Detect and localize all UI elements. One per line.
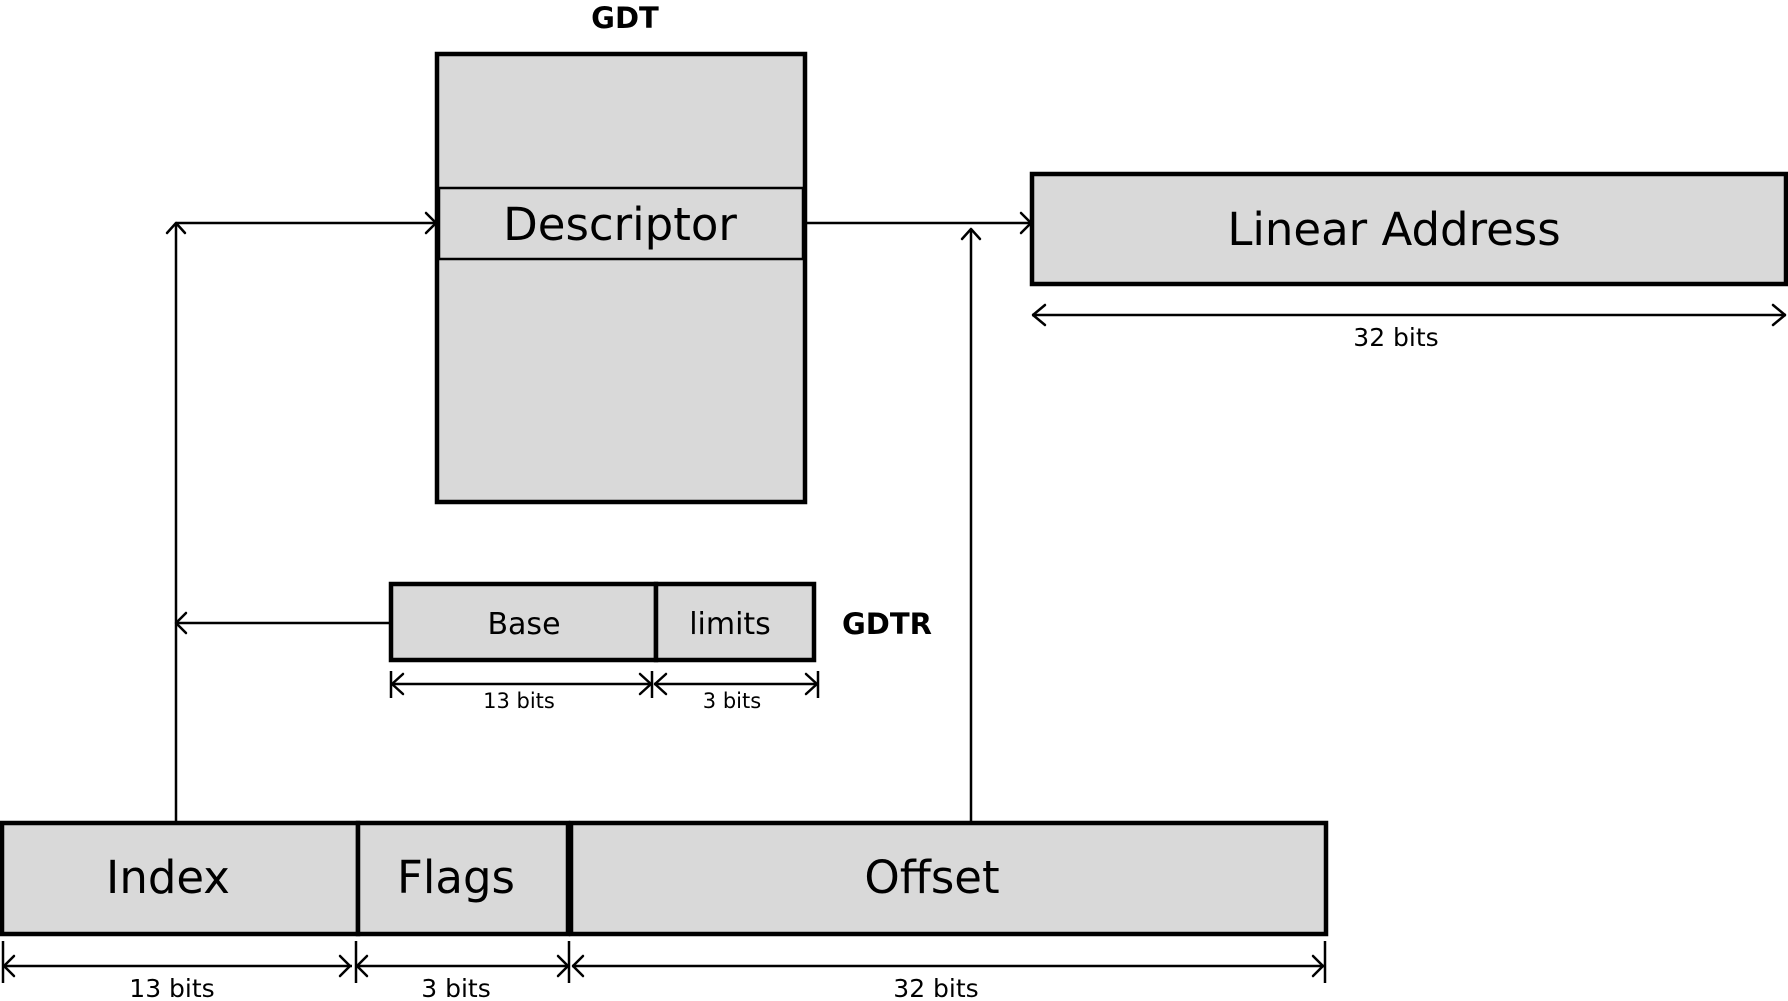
linear-address: Linear Address 32 bits xyxy=(1029,171,1788,352)
index-width-dimension xyxy=(1,941,352,983)
gdt-descriptor-row xyxy=(437,186,805,261)
gdtr-base-cell xyxy=(388,581,659,663)
dimension-arrowhead-right xyxy=(1771,303,1787,327)
index-field-label: Index xyxy=(106,851,230,904)
flags-field-label: Flags xyxy=(397,851,515,904)
flags-field xyxy=(355,820,571,937)
arrowhead-right xyxy=(1019,211,1033,235)
flags-width-label: 3 bits xyxy=(421,974,491,1001)
dimension-arrowhead-right xyxy=(556,954,570,978)
gdtr-title: GDTR xyxy=(842,607,932,641)
arrowhead-right xyxy=(424,211,438,235)
gdtr-limits-width-dimension xyxy=(653,671,820,698)
index-to-descriptor-arrow xyxy=(165,211,438,822)
index-field xyxy=(0,820,361,937)
dimension-arrowhead-left xyxy=(2,954,16,978)
dimension-arrowhead-right xyxy=(804,672,819,696)
dimension-arrowhead-left xyxy=(653,672,668,696)
gdt-title: GDT xyxy=(591,1,659,35)
gdtr-base-width-dimension xyxy=(389,671,654,698)
arrowhead-left xyxy=(174,611,188,635)
offset-field xyxy=(568,820,1329,937)
index-width-label: 13 bits xyxy=(129,974,214,1001)
dimension-arrowhead-left xyxy=(355,954,369,978)
logical-address: Index Flags Offset 13 bits 3 bits 32 bit… xyxy=(0,820,1329,1001)
gdt-table: GDT Descriptor xyxy=(434,1,808,505)
gdtr-limits-cell xyxy=(653,581,817,663)
gdtr-register: Base limits GDTR 13 bits 3 bits xyxy=(388,581,932,713)
dimension-arrowhead-left xyxy=(571,954,585,978)
linear-address-width-dimension xyxy=(1031,303,1787,327)
dimension-arrowhead-left xyxy=(390,672,405,696)
gdt-table-box xyxy=(434,51,808,505)
gdtr-limits-label: limits xyxy=(689,607,771,642)
gdt-descriptor-label: Descriptor xyxy=(503,198,737,251)
gdtr-base-to-index-arrow xyxy=(174,611,391,635)
gdtr-base-width-label: 13 bits xyxy=(483,689,555,713)
offset-width-dimension xyxy=(571,941,1327,983)
gdtr-limits-width-label: 3 bits xyxy=(703,689,761,713)
linear-address-label: Linear Address xyxy=(1227,203,1560,256)
linear-address-width-label: 32 bits xyxy=(1353,323,1438,352)
arrowhead-up xyxy=(960,227,982,241)
dimension-arrowhead-right xyxy=(638,672,653,696)
gdtr-base-label: Base xyxy=(487,607,560,642)
flags-width-dimension xyxy=(354,941,571,983)
offset-width-label: 32 bits xyxy=(893,974,978,1001)
offset-to-linear-address-arrow xyxy=(960,227,982,822)
dimension-arrowhead-left xyxy=(1031,303,1047,327)
connectors xyxy=(165,211,1033,822)
linear-address-box xyxy=(1029,171,1788,287)
dimension-arrowhead-right xyxy=(1311,954,1325,978)
descriptor-to-linear-address-arrow xyxy=(806,211,1033,235)
dimension-arrowhead-right xyxy=(338,954,352,978)
offset-field-label: Offset xyxy=(864,851,999,904)
